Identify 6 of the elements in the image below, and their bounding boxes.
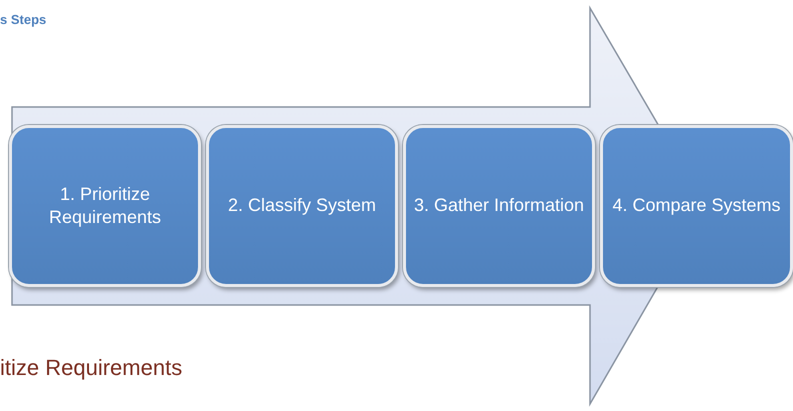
step-box: 2. Classify System	[206, 125, 398, 287]
step-box: 4. Compare Systems	[600, 125, 793, 287]
step-box: 1. Prioritize Requirements	[9, 125, 201, 287]
step-box: 3. Gather Information	[403, 125, 595, 287]
section-heading: itize Requirements	[0, 355, 182, 381]
heading-text: s Steps	[0, 12, 46, 27]
